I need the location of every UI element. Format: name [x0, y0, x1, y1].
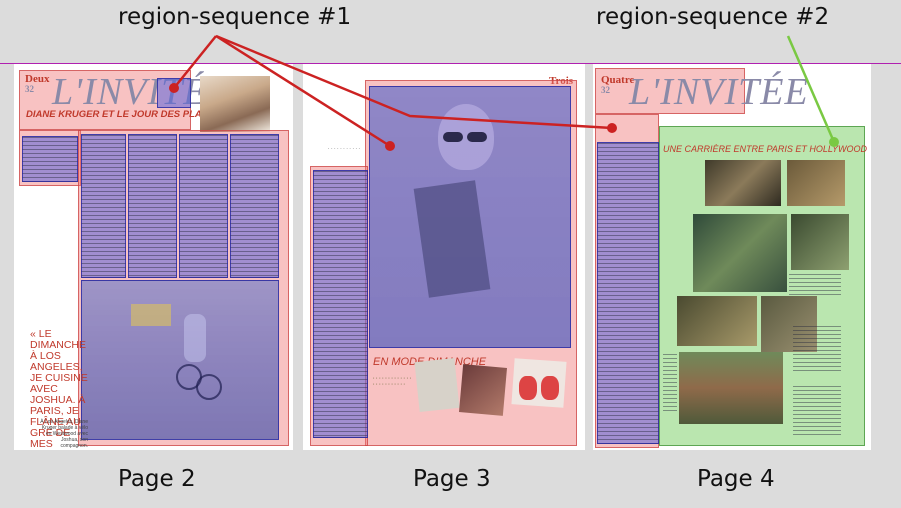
cyclist-shape: [184, 314, 206, 362]
region-left-text-page3: [313, 170, 368, 438]
film-caption-3: [793, 386, 841, 436]
bicycle-photo: [81, 280, 279, 440]
region-sequence-1-label: region-sequence #1: [118, 4, 352, 30]
film-still-7: [679, 352, 783, 424]
page4-folio-number: 32: [601, 85, 610, 95]
lingerie-photo: [414, 358, 460, 412]
page-4-label: Page 4: [697, 466, 775, 492]
film-still-1: [705, 160, 781, 206]
film-caption-1: [789, 274, 841, 296]
film-caption-4: [663, 354, 677, 414]
region-title-corner-page2: [157, 78, 191, 108]
sunglasses-left: [443, 132, 463, 142]
page-2-label: Page 2: [118, 466, 196, 492]
region-col4-page2: [230, 134, 279, 278]
pull-quote: « LE DIMANCHE À LOS ANGELES, JE CUISINE …: [30, 328, 88, 451]
film-still-5: [677, 296, 757, 346]
film-still-3: [693, 214, 787, 292]
region-col3-page2: [179, 134, 228, 278]
region-sequence-2-label: region-sequence #2: [596, 4, 830, 30]
scarf-photo: [458, 364, 508, 416]
page2-headline: DIANE KRUGER ET LE JOUR DES PLAISIRS: [26, 109, 227, 120]
page-3-label: Page 3: [413, 466, 491, 492]
page4-feature-title: UNE CARRIÈRE ENTRE PARIS ET HOLLYWOOD: [663, 144, 868, 154]
page3-feature-text: · · · · · · · · · · · · · · · · · · · · …: [373, 376, 412, 388]
page2-folio: Deux: [25, 73, 50, 85]
portrait-photo: [200, 76, 270, 132]
red-shoe-left: [519, 376, 537, 400]
sunglasses-right: [467, 132, 487, 142]
page-2: Deux 32 L'INVITÉE DIANE KRUGER ET LE JOU…: [14, 64, 293, 450]
red-shoe-right: [541, 376, 559, 400]
film-caption-2: [793, 326, 841, 372]
film-still-4: [791, 214, 849, 270]
bike-wheel-rear: [196, 374, 222, 400]
film-still-6: [761, 296, 817, 352]
page3-photo-caption: · · · · · · · · · · ·: [327, 146, 361, 152]
page4-section-title: L'INVITÉE: [629, 71, 809, 113]
region-col1-page2: [81, 134, 126, 278]
page-3: Trois · · · · · · · · · · · EN MODE DIMA…: [303, 64, 585, 450]
page-4: Quatre 32 L'INVITÉE UNE CARRIÈRE ENTRE P…: [593, 64, 871, 450]
school-bus-shape: [131, 304, 171, 326]
page2-folio-number: 32: [25, 84, 34, 94]
film-still-2: [787, 160, 845, 206]
region-col2-page2: [128, 134, 177, 278]
region-left-text-page4: [597, 142, 659, 444]
photo-caption: À Los Angeles, Diane Kruger balade à vél…: [40, 419, 88, 449]
region-intro-text-page2: [22, 136, 78, 182]
